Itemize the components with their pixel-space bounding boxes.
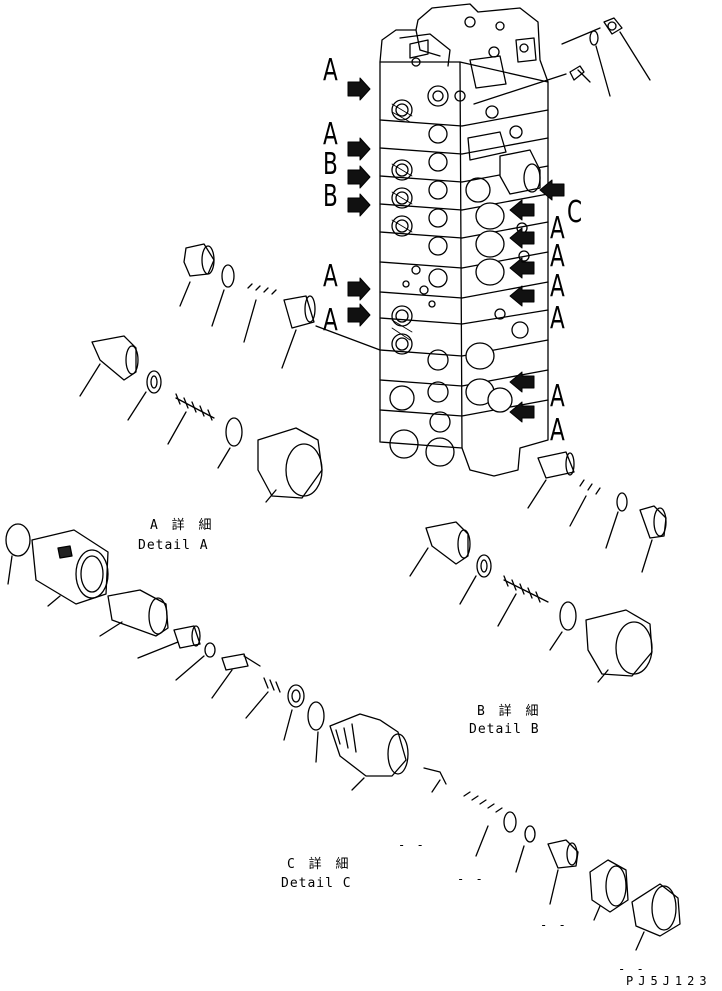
drawing-code: PJ5J123 bbox=[626, 974, 712, 988]
callout-letter: A bbox=[550, 301, 565, 336]
detail-a-title-jp: A 詳 細 bbox=[150, 518, 215, 533]
callout-letter: A bbox=[323, 53, 338, 88]
callout-letter: A bbox=[550, 379, 565, 414]
dash-mark: - - bbox=[618, 962, 646, 976]
detail-c-title-jp: C 詳 細 bbox=[287, 857, 352, 872]
dash-mark: - - bbox=[457, 872, 485, 886]
front-ports-right bbox=[402, 124, 455, 467]
callout-letter: A bbox=[550, 211, 565, 246]
control-valve-body bbox=[379, 3, 549, 477]
detail-b-title-en: Detail B bbox=[469, 722, 540, 737]
dash-mark: - - bbox=[540, 918, 568, 932]
detail-a-title-en: Detail A bbox=[138, 538, 209, 553]
detail-a-parts bbox=[79, 243, 381, 503]
front-ports-left bbox=[389, 99, 419, 459]
detail-c-title-en: Detail C bbox=[281, 876, 352, 891]
callout-letter: A bbox=[323, 259, 338, 294]
callout-letter: A bbox=[550, 413, 565, 448]
top-right-parts bbox=[473, 17, 651, 105]
callout-arrows bbox=[347, 77, 565, 423]
callout-letter: C bbox=[567, 195, 583, 230]
detail-b-title-jp: B 詳 細 bbox=[477, 704, 542, 719]
hatch-marks bbox=[391, 103, 413, 341]
right-face-spool-plugs bbox=[465, 105, 541, 413]
callout-letter: A bbox=[323, 117, 338, 152]
callout-letter: A bbox=[550, 269, 565, 304]
detail-c-parts bbox=[5, 523, 681, 951]
dash-mark: - - bbox=[398, 838, 426, 852]
callout-letter: B bbox=[323, 147, 338, 182]
callout-letter: A bbox=[323, 303, 338, 338]
detail-b-parts bbox=[409, 451, 667, 683]
callout-letter: A bbox=[550, 239, 565, 274]
callout-letter: B bbox=[323, 179, 338, 214]
